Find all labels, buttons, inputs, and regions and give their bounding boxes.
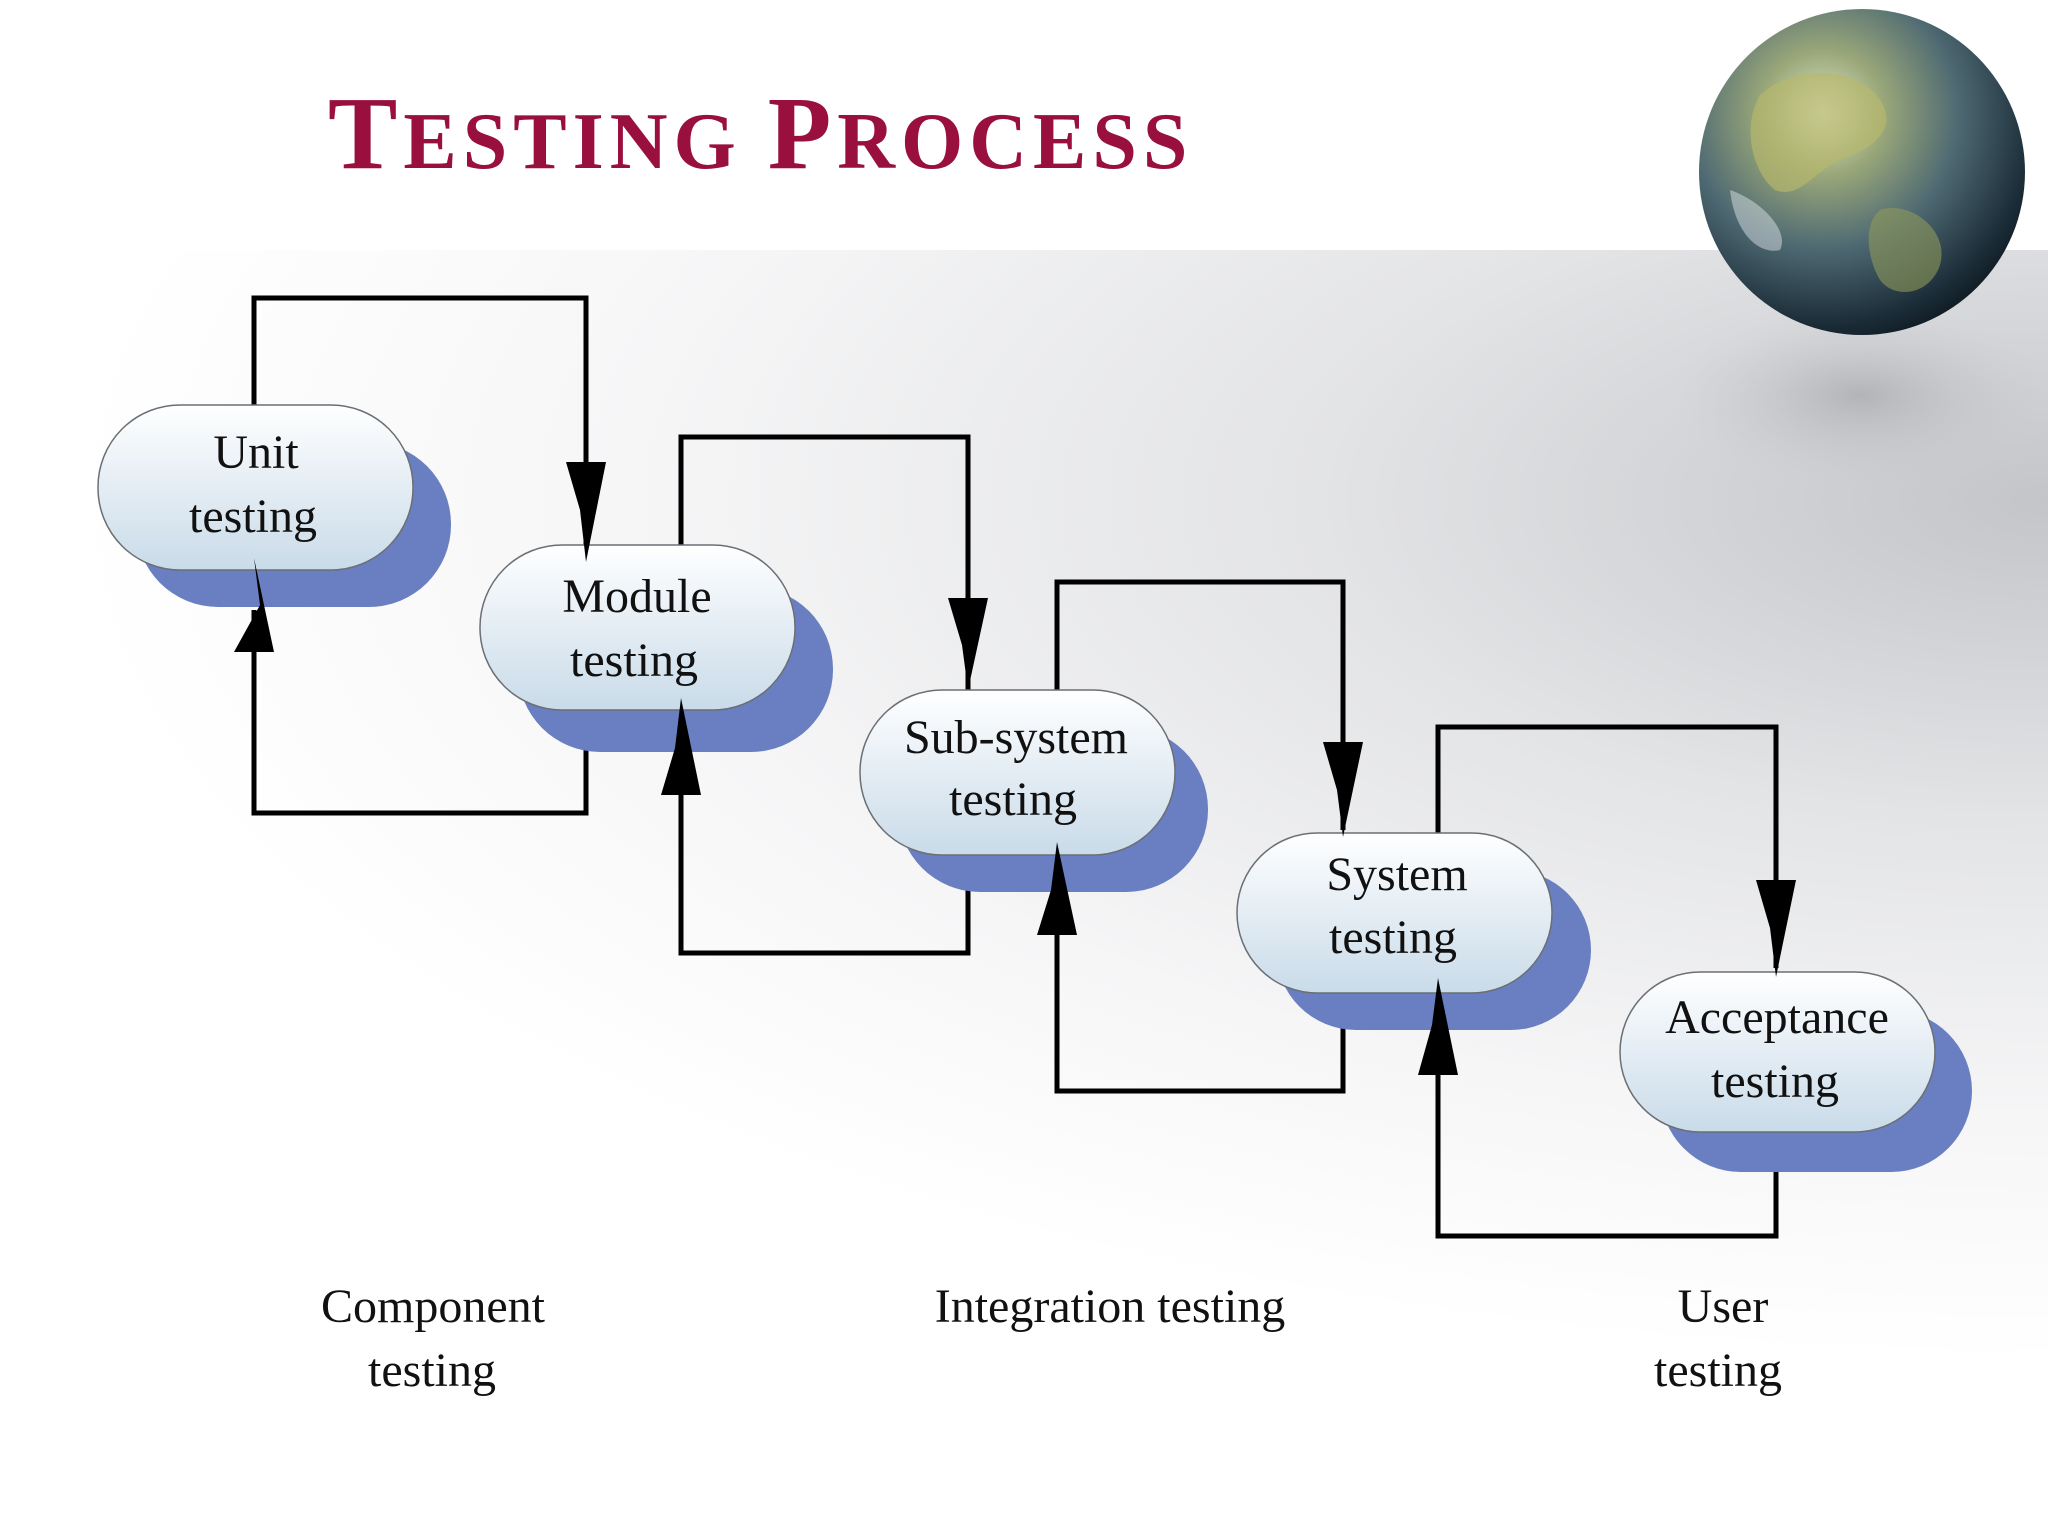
stage-system: System testing <box>1236 832 1591 1030</box>
box-body <box>859 689 1176 856</box>
page-title: TESTING PROCESS <box>328 76 1193 191</box>
stage-label-line1: System <box>1326 848 1467 901</box>
stage-label-line2: testing <box>570 634 698 687</box>
group-label-component: Component <box>321 1280 546 1333</box>
stage-label-line1: Module <box>562 570 711 623</box>
stage-module: Module testing <box>479 544 833 752</box>
connector-down-3 <box>1054 579 1346 830</box>
connector-up-2 <box>678 755 971 956</box>
box-body <box>1619 971 1936 1133</box>
box-body <box>479 544 796 711</box>
arrowheads <box>234 462 1796 1075</box>
group-label-integration: Integration testing <box>935 1280 1286 1333</box>
stage-unit: Unit testing <box>97 404 451 607</box>
title-rest-1: ESTING <box>403 98 741 186</box>
stage-label-line1: Acceptance <box>1665 991 1889 1044</box>
stage-label-line2: testing <box>189 490 317 543</box>
connector-up-1 <box>251 610 589 816</box>
arrow-up-icon <box>1418 978 1458 1075</box>
arrow-down-icon <box>566 462 606 562</box>
title-initial-1: T <box>328 76 403 191</box>
arrow-down-icon <box>948 598 988 690</box>
stage-acceptance: Acceptance testing <box>1619 971 1972 1172</box>
connectors <box>251 295 1779 1239</box>
stage-label-line2: testing <box>1711 1055 1839 1108</box>
connector-up-4 <box>1435 1040 1779 1239</box>
stage-label-line1: Unit <box>213 426 299 479</box>
stage-label-line2: testing <box>949 773 1077 826</box>
connector-up-3 <box>1054 895 1346 1094</box>
connector-down-1 <box>251 295 589 552</box>
arrow-up-icon <box>1037 842 1077 935</box>
arrow-up-icon <box>234 558 274 652</box>
stage-label-line2: testing <box>1329 911 1457 964</box>
group-label-component-line2: testing <box>368 1344 496 1397</box>
connector-down-2 <box>678 434 971 690</box>
title-rest-2: ROCESS <box>837 98 1193 186</box>
arrow-down-icon <box>1756 880 1796 977</box>
group-label-user: User <box>1678 1280 1769 1333</box>
connector-down-4 <box>1435 724 1779 968</box>
stage-sub-system: Sub-system testing <box>859 689 1208 892</box>
arrow-down-icon <box>1323 742 1363 837</box>
arrow-up-icon <box>661 698 701 795</box>
globe-icon <box>1670 9 2048 485</box>
box-body <box>97 404 414 571</box>
group-label-user-line2: testing <box>1654 1344 1782 1397</box>
title-initial-2: P <box>768 76 838 191</box>
stage-label-line1: Sub-system <box>904 711 1128 764</box>
box-body <box>1236 832 1553 994</box>
